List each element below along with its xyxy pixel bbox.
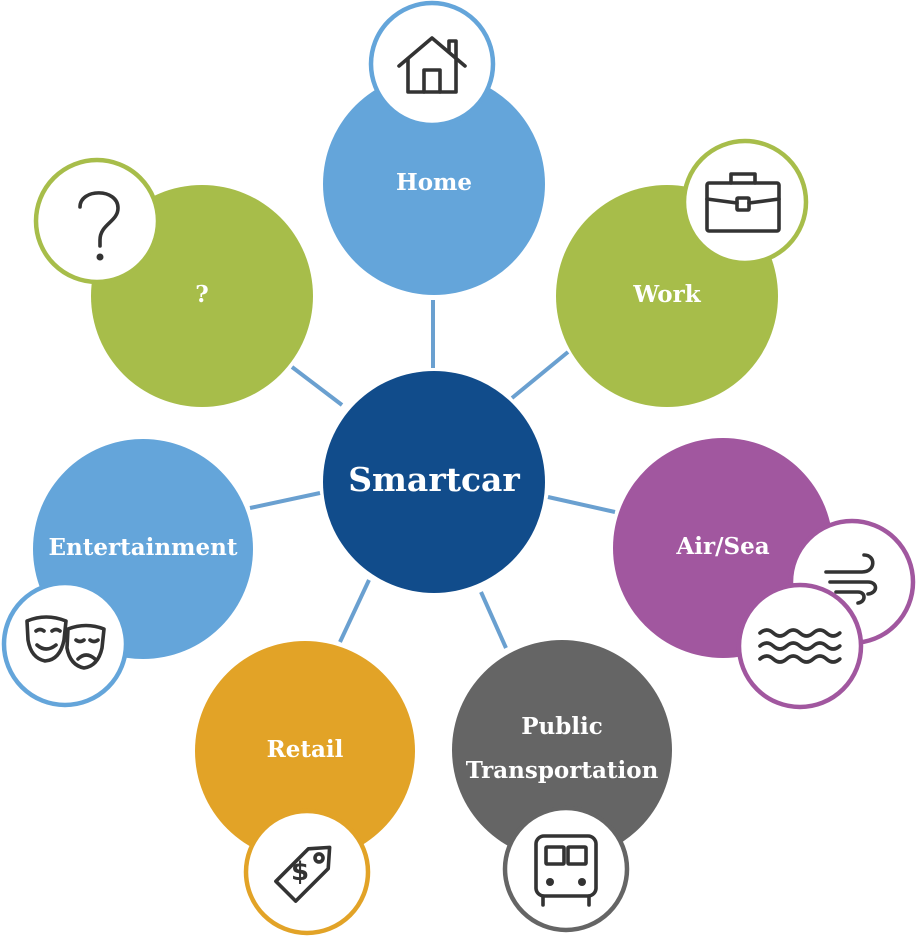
briefcase-icon-badge	[681, 138, 809, 266]
node-retail-circle	[195, 641, 415, 861]
node-public-transportation[interactable]: Public Transportation	[452, 640, 672, 933]
connector-entertainment	[249, 491, 321, 510]
hub-circle	[323, 371, 545, 593]
node-entertainment[interactable]: Entertainment	[1, 439, 253, 708]
node-unknown[interactable]: ?	[33, 157, 313, 407]
node-home-circle	[323, 73, 545, 295]
node-public-transportation-circle	[452, 640, 672, 860]
hub-label: Smartcar	[348, 460, 520, 499]
connector-work	[510, 350, 570, 400]
theater-masks-icon-badge	[1, 580, 129, 708]
question-mark-icon-badge	[33, 157, 161, 285]
house-icon	[368, 0, 496, 128]
connector-public-transportation	[479, 591, 508, 649]
briefcase-icon	[681, 138, 809, 266]
connector-unknown	[290, 365, 344, 407]
node-unknown-label: ?	[195, 281, 208, 308]
hub-smartcar[interactable]: Smartcar	[323, 371, 545, 593]
bus-icon-badge	[502, 805, 630, 933]
connector-retail	[338, 579, 371, 643]
node-work-label: Work	[632, 281, 701, 308]
node-air-sea[interactable]: Air/Sea	[613, 438, 916, 710]
node-retail[interactable]: Retail $	[195, 641, 415, 936]
node-public-transportation-label-line1: Public	[521, 713, 603, 740]
node-air-sea-label: Air/Sea	[675, 533, 769, 560]
connectors	[249, 300, 616, 649]
waves-icon	[736, 582, 864, 710]
node-work[interactable]: Work	[556, 138, 809, 407]
node-entertainment-label: Entertainment	[49, 534, 238, 561]
question-mark-icon	[33, 157, 161, 285]
node-home-label: Home	[396, 169, 472, 196]
price-tag-icon-badge	[243, 808, 371, 936]
theater-masks-icon	[1, 580, 129, 708]
node-retail-label: Retail	[267, 736, 344, 763]
node-public-transportation-label-line2: Transportation	[466, 757, 659, 784]
house-icon-badge	[368, 0, 496, 128]
svg-text:$: $	[291, 857, 309, 887]
bus-icon	[502, 805, 630, 933]
connector-air-sea	[547, 495, 616, 514]
node-home[interactable]: Home	[323, 0, 545, 295]
price-tag-icon: $	[243, 808, 371, 936]
